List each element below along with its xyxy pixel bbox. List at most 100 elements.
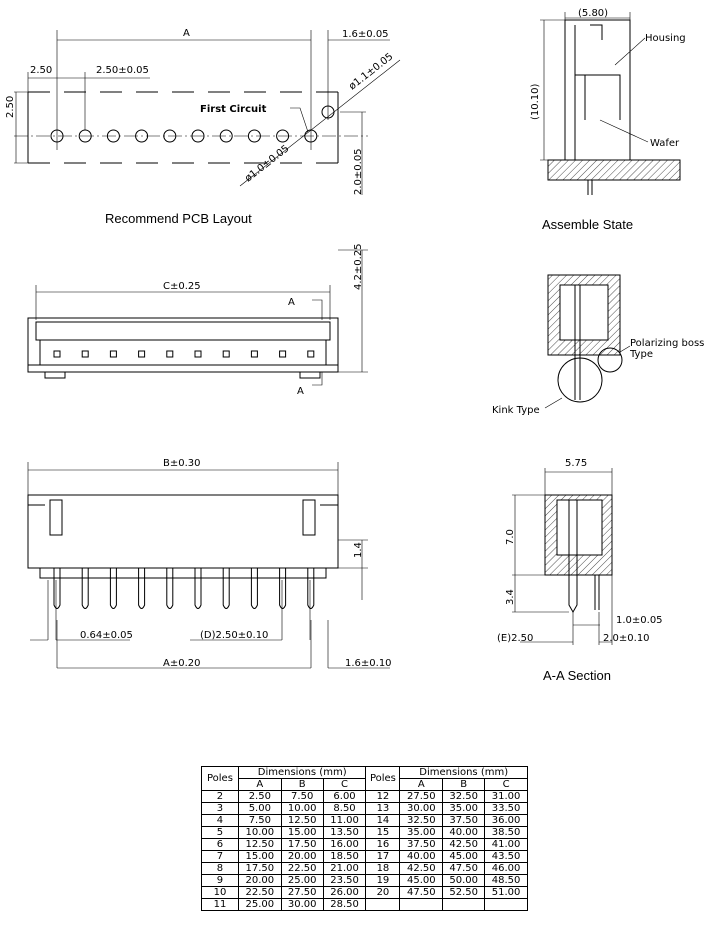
- table-cell: 33.50: [484, 802, 528, 815]
- dim-offset-bottom: 1.6±0.10: [345, 658, 392, 669]
- dim-height: 2.50: [5, 96, 16, 118]
- table-cell: 52.50: [442, 886, 486, 899]
- dim-first-pitch: 2.50: [30, 65, 52, 76]
- dimensions-table: Poles Dimensions (mm) Poles Dimensions (…: [201, 766, 528, 911]
- table-cell: 2.50: [237, 790, 282, 803]
- table-cell: 32.50: [442, 790, 486, 803]
- pcb-hole: [219, 129, 233, 143]
- poles-header: Poles: [201, 766, 239, 791]
- housing-label: Housing: [645, 33, 686, 44]
- table-cell: 48.50: [484, 874, 528, 887]
- table-cell: 27.50: [399, 790, 444, 803]
- table-cell: 17.50: [237, 862, 282, 875]
- table-cell: 18: [365, 862, 401, 875]
- table-cell: 2: [201, 790, 239, 803]
- polarizing-label-line2: Type: [629, 349, 653, 360]
- section-title: A-A Section: [543, 668, 611, 683]
- bottom-view: B±0.30 1.4 0.64±0.05 (D)2.50±0.10 A±0.20…: [27, 458, 392, 669]
- table-cell: 41.00: [484, 838, 528, 851]
- pcb-layout-view: A 1.6±0.05 2.50 2.50±0.05 2.50 2.0±0.05 …: [5, 28, 401, 226]
- table-cell: 7: [201, 850, 239, 863]
- col-a-header: A: [399, 778, 444, 791]
- table-cell: 19: [365, 874, 401, 887]
- table-cell: 42.50: [399, 862, 444, 875]
- table-cell: [442, 898, 486, 911]
- pin: [222, 568, 230, 609]
- hole-diameter: ø1.0±0.05: [243, 143, 291, 184]
- contact-windows: [53, 350, 315, 358]
- table-cell: 22.50: [237, 886, 282, 899]
- pin: [307, 568, 315, 609]
- front-view: C±0.25 4.2±0.25 A A: [27, 243, 368, 397]
- table-cell: 12.50: [237, 838, 282, 851]
- contact-window: [279, 350, 287, 358]
- col-b-header: B: [442, 778, 486, 791]
- table-cell: 15.00: [280, 826, 324, 839]
- contact-window: [109, 350, 117, 358]
- section-pin-length: 3.4: [505, 589, 516, 605]
- table-cell: 16: [365, 838, 401, 851]
- table-cell: 10.00: [237, 826, 282, 839]
- col-c-header: C: [484, 778, 528, 791]
- pcb-hole: [135, 129, 149, 143]
- table-cell: 25.00: [237, 898, 282, 911]
- table-cell: 42.50: [442, 838, 486, 851]
- dim-a-total: A±0.20: [163, 658, 201, 669]
- table-cell: 8: [201, 862, 239, 875]
- table-cell: 20.00: [280, 850, 324, 863]
- pin-width: 0.64±0.05: [80, 630, 133, 641]
- table-cell: 30.00: [399, 802, 444, 815]
- table-cell: [399, 898, 444, 911]
- contact-window: [307, 350, 315, 358]
- assemble-width: (5.80): [578, 8, 608, 19]
- table-cell: 28.50: [322, 898, 367, 911]
- assemble-state-title: Assemble State: [542, 217, 633, 232]
- table-cell: 6: [201, 838, 239, 851]
- table-cell: 27.50: [280, 886, 324, 899]
- contact-window: [53, 350, 61, 358]
- pins: [53, 568, 315, 609]
- pitch-d: (D)2.50±0.10: [200, 630, 268, 641]
- pin: [81, 568, 89, 609]
- assemble-height: (10.10): [530, 83, 541, 120]
- table-cell: 6.00: [322, 790, 367, 803]
- table-cell: 12.50: [280, 814, 324, 827]
- table-cell: 23.50: [322, 874, 367, 887]
- pcb-hole: [106, 129, 120, 143]
- table-cell: 43.50: [484, 850, 528, 863]
- col-c-header: C: [322, 778, 367, 791]
- table-cell: [484, 898, 528, 911]
- pcb-hole: [191, 129, 205, 143]
- pcb-layout-title: Recommend PCB Layout: [105, 211, 252, 226]
- table-cell: 25.00: [280, 874, 324, 887]
- pin: [279, 568, 287, 609]
- table-cell: 4: [201, 814, 239, 827]
- pcb-hole: [247, 129, 261, 143]
- dim-a: A: [183, 28, 190, 39]
- table-cell: 40.00: [442, 826, 486, 839]
- pcb-hole: [163, 129, 177, 143]
- table-cell: 15: [365, 826, 401, 839]
- table-cell: 9: [201, 874, 239, 887]
- col-b-header: B: [280, 778, 324, 791]
- section-height: 7.0: [505, 529, 516, 545]
- contact-window: [194, 350, 202, 358]
- pin: [53, 568, 61, 609]
- table-cell: 45.00: [399, 874, 444, 887]
- dim-offset: 1.6±0.05: [342, 29, 389, 40]
- dim-c: C±0.25: [163, 281, 201, 292]
- first-circuit-label: First Circuit: [200, 104, 267, 115]
- col-a-header: A: [237, 778, 282, 791]
- side-detail-view: Polarizing boss Type Kink Type: [492, 274, 704, 416]
- table-cell: 31.00: [484, 790, 528, 803]
- table-cell: 16.00: [322, 838, 367, 851]
- table-cell: 10.00: [280, 802, 324, 815]
- table-cell: 45.00: [442, 850, 486, 863]
